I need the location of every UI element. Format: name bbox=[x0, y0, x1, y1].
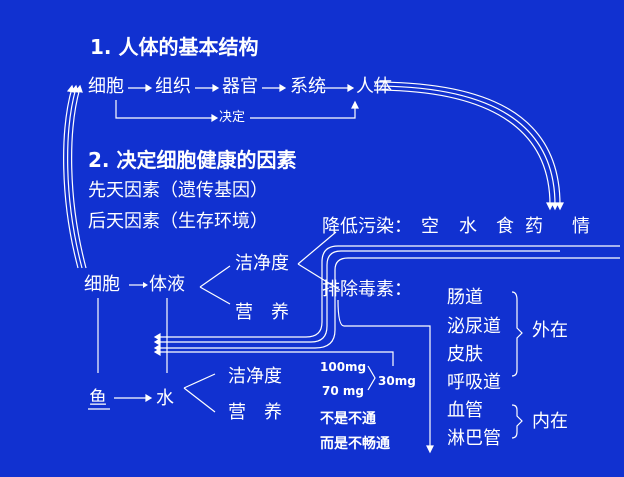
section2-title: 2. 决定细胞健康的因素 bbox=[88, 148, 297, 172]
fluid-cleanliness: 洁净度 bbox=[235, 253, 289, 274]
organ-skin: 皮肤 bbox=[447, 344, 483, 365]
mg-100: 100mg bbox=[320, 360, 367, 374]
fluid-nutrition: 营 养 bbox=[235, 302, 289, 323]
pollution-label: 降低污染： bbox=[322, 216, 412, 237]
pollution-water: 水 bbox=[459, 216, 477, 237]
pollution-air: 空 bbox=[421, 216, 439, 237]
flow-line2: 而是不畅通 bbox=[320, 436, 390, 452]
chain-body: 人体 bbox=[356, 76, 392, 97]
mg-30: 30mg bbox=[378, 374, 416, 388]
external-brace bbox=[511, 291, 523, 377]
chain-organ: 器官 bbox=[222, 76, 258, 97]
organ-lymph: 淋巴管 bbox=[447, 428, 501, 449]
section1-title: 1. 人体的基本结构 bbox=[90, 35, 259, 59]
detox-label: 排除毒素： bbox=[322, 279, 412, 300]
acquired-factors: 后天因素（生存环境） bbox=[88, 211, 268, 232]
organ-respiratory: 呼吸道 bbox=[447, 372, 501, 393]
chain-system: 系统 bbox=[290, 76, 326, 97]
innate-factors: 先天因素（遗传基因） bbox=[88, 180, 268, 201]
fish-label: 鱼 bbox=[89, 388, 107, 409]
pollution-emotion: 情 bbox=[572, 216, 590, 237]
external-label: 外在 bbox=[532, 320, 568, 341]
cell-label: 细胞 bbox=[84, 274, 120, 295]
chain-cell: 细胞 bbox=[88, 76, 124, 97]
internal-brace bbox=[511, 404, 523, 439]
curve-to-medicine bbox=[373, 81, 561, 206]
organ-intestine: 肠道 bbox=[447, 287, 483, 308]
pollution-food: 食 bbox=[496, 216, 514, 237]
flow-line1: 不是不通 bbox=[320, 411, 376, 427]
curve-to-cell bbox=[63, 87, 79, 269]
pollution-medicine: 药 bbox=[525, 216, 543, 237]
water-label: 水 bbox=[156, 388, 174, 409]
chain-tissue: 组织 bbox=[155, 76, 191, 97]
water-cleanliness: 洁净度 bbox=[228, 366, 282, 387]
mg-70: 70 mg bbox=[322, 384, 364, 398]
water-nutrition: 营 养 bbox=[228, 402, 282, 423]
organ-blood-vessel: 血管 bbox=[447, 400, 483, 421]
fluid-label: 体液 bbox=[149, 274, 185, 295]
arrow-icon bbox=[129, 282, 148, 288]
organ-urinary: 泌尿道 bbox=[447, 316, 501, 337]
decides-bracket bbox=[115, 100, 356, 119]
decides-label: 决定 bbox=[219, 110, 246, 125]
internal-label: 内在 bbox=[532, 411, 568, 432]
